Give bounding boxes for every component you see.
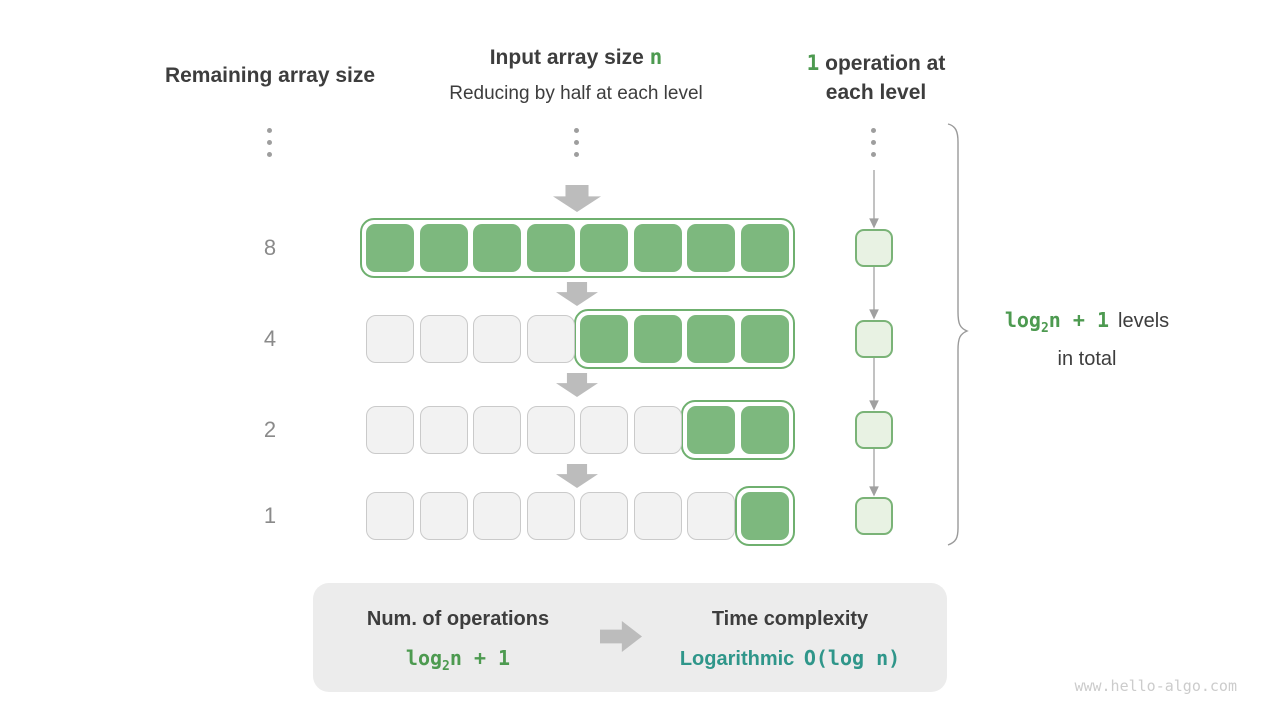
array-cell-empty — [526, 315, 575, 363]
array-cell-filled — [687, 406, 735, 454]
array-cell-empty — [633, 406, 682, 454]
brace-icon — [947, 123, 969, 546]
operations-count-formula: log2n + 1 — [405, 646, 511, 674]
array-cell-filled — [580, 315, 628, 363]
complexity-class-label: Logarithmic — [679, 648, 795, 670]
operation-cell — [855, 229, 893, 267]
array-cell-filled — [633, 224, 682, 272]
array-cell-filled — [740, 315, 789, 363]
array-cell-empty — [366, 492, 414, 540]
center-title-text: Input array size — [489, 46, 650, 69]
array-cell-empty — [419, 406, 468, 454]
array-cell-empty — [526, 406, 575, 454]
right-title-num: 1 — [806, 51, 820, 75]
time-complexity-title: Time complexity — [711, 608, 869, 630]
array-cell-empty — [419, 492, 468, 540]
levels-annotation: log2n + 1 levels in total — [987, 305, 1187, 375]
remaining-size-label: 8 — [263, 235, 277, 260]
right-column-title: 1 operation at each level — [776, 49, 976, 107]
array-cell-empty — [633, 492, 682, 540]
array-cell-empty — [473, 492, 521, 540]
summary-box: Num. of operations log2n + 1 Time comple… — [313, 583, 947, 692]
array-cell-empty — [366, 406, 414, 454]
array-cell-empty — [580, 406, 628, 454]
watermark: www.hello-algo.com — [1074, 677, 1237, 695]
array-cell-filled — [740, 406, 789, 454]
levels-annotation-line1: log2n + 1 levels — [987, 305, 1187, 344]
ellipsis-dots-center — [574, 128, 579, 157]
array-cell-empty — [473, 315, 521, 363]
array-cell-filled — [687, 315, 735, 363]
right-title-rest: operation at — [819, 52, 946, 75]
array-cell-filled — [687, 224, 735, 272]
down-arrow-icon — [553, 185, 601, 212]
array-cell-filled — [633, 315, 682, 363]
ellipsis-dots-left — [267, 128, 272, 157]
array-cell-empty — [366, 315, 414, 363]
down-arrow-icon — [556, 464, 598, 488]
center-title-n: n — [649, 45, 663, 69]
right-title-line1: 1 operation at — [776, 49, 976, 78]
remaining-size-label: 4 — [263, 326, 277, 351]
array-cell-filled — [366, 224, 414, 272]
right-title-line2: each level — [825, 81, 927, 104]
array-cell-filled — [473, 224, 521, 272]
array-cell-filled — [419, 224, 468, 272]
right-arrow-icon — [600, 621, 642, 652]
operation-cell — [855, 411, 893, 449]
array-cell-empty — [526, 492, 575, 540]
operations-count-title: Num. of operations — [366, 608, 550, 630]
array-cell-filled — [526, 224, 575, 272]
array-cell-filled — [740, 492, 789, 540]
center-column-title: Input array size n — [376, 45, 776, 70]
array-cell-empty — [419, 315, 468, 363]
ellipsis-dots-right — [871, 128, 876, 157]
operation-cell — [855, 320, 893, 358]
array-cell-empty — [473, 406, 521, 454]
left-column-title: Remaining array size — [164, 64, 376, 87]
time-complexity-value: Logarithmic O(log n) — [650, 646, 930, 671]
operation-cell — [855, 497, 893, 535]
center-column-subtitle: Reducing by half at each level — [449, 83, 703, 104]
remaining-size-label: 1 — [263, 503, 277, 528]
levels-formula: log2n + 1 — [1004, 308, 1110, 336]
remaining-size-label: 2 — [263, 417, 277, 442]
down-arrow-icon — [556, 373, 598, 397]
array-cell-filled — [580, 224, 628, 272]
levels-annotation-line2: in total — [1057, 348, 1117, 370]
array-cell-filled — [740, 224, 789, 272]
down-arrow-icon — [556, 282, 598, 306]
array-cell-empty — [687, 492, 735, 540]
array-cell-empty — [580, 492, 628, 540]
levels-word: levels — [1118, 310, 1170, 332]
big-o-notation: O(log n) — [803, 646, 901, 670]
